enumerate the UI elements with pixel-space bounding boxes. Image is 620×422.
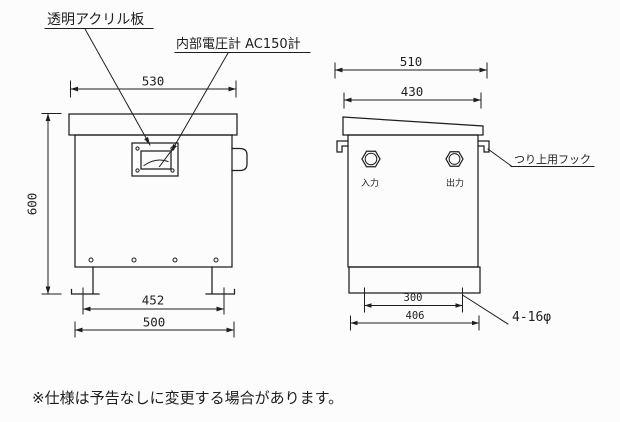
callout-internal-voltmeter: 内部電圧計 AC150計 [170, 36, 311, 153]
dim-label-530: 530 [142, 74, 165, 89]
dim-arrow-icon [364, 303, 372, 308]
spec-note: ※仕様は予告なしに変更する場合があります。 [32, 389, 343, 407]
voltmeter-label: 内部電圧計 AC150計 [176, 36, 301, 52]
hex-nut-icon [361, 150, 381, 168]
dim-430: 430 [343, 84, 482, 109]
leader-arrow-icon [171, 144, 177, 152]
voltmeter-panel [131, 142, 179, 177]
base-screw-icon [172, 257, 178, 263]
dim-label-600: 600 [25, 193, 40, 216]
output-gland: 出力 [445, 151, 464, 189]
callouts: 透明アクリル板 内部電圧計 AC150計 つり上用フック 4-16φ [44, 12, 595, 325]
dim-arrow-icon [335, 67, 343, 73]
callout-acrylic-panel: 透明アクリル板 [44, 12, 154, 146]
front-lid [68, 113, 238, 136]
base-screw-icon [131, 257, 137, 263]
dim-600: 600 [25, 113, 62, 295]
dim-530: 530 [70, 74, 237, 98]
front-body [74, 134, 233, 268]
dim-arrow-icon [473, 97, 481, 103]
lifting-hook-right [477, 140, 490, 153]
dim-arrow-icon [455, 303, 463, 308]
dim-label-500: 500 [143, 315, 166, 330]
front-body-knob [231, 147, 248, 172]
side-base [348, 266, 481, 294]
dim-510: 510 [334, 54, 488, 79]
dim-label-430: 430 [401, 84, 424, 99]
leader-line [461, 294, 509, 325]
side-view: 入力 出力 510 430 [334, 54, 490, 331]
leader-arrow-icon [144, 136, 150, 145]
gland-hole [448, 153, 461, 165]
dim-452: 452 [82, 287, 225, 315]
mounting-holes-label: 4-16φ [512, 310, 551, 325]
panel-screw-icon [170, 168, 175, 173]
gland-hole [364, 152, 378, 166]
voltmeter-frame [131, 142, 179, 177]
base-screw-icon [88, 257, 94, 263]
front-foot-right [205, 266, 236, 295]
dim-arrow-icon [350, 320, 358, 326]
dim-arrow-icon [228, 86, 236, 92]
dim-arrow-icon [45, 113, 51, 121]
dim-arrow-icon [70, 86, 78, 92]
dim-arrow-icon [75, 327, 83, 333]
voltmeter-window [140, 150, 172, 170]
dim-arrow-icon [216, 306, 224, 312]
callout-mounting-holes: 4-16φ [461, 294, 551, 325]
input-label: 入力 [361, 177, 379, 189]
base-screw-icon [213, 257, 219, 263]
dim-300: 300 [364, 287, 463, 313]
panel-screw-icon [135, 146, 140, 151]
dim-label-300: 300 [404, 292, 423, 304]
front-view: 530 600 452 5 [25, 74, 248, 338]
output-label: 出力 [446, 177, 464, 189]
dim-arrow-icon [226, 327, 234, 333]
leader-line [170, 52, 229, 153]
leader-line [487, 148, 513, 168]
voltmeter-scale-arc [143, 159, 169, 167]
panel-screw-icon [135, 168, 140, 173]
dim-label-406: 406 [406, 310, 425, 322]
side-lid [342, 116, 484, 136]
dim-500: 500 [74, 315, 235, 338]
acrylic-panel-label: 透明アクリル板 [47, 12, 144, 28]
dim-arrow-icon [344, 97, 352, 103]
input-gland: 入力 [361, 150, 381, 189]
dim-arrow-icon [83, 306, 91, 312]
dim-arrow-icon [479, 67, 487, 73]
dim-406: 406 [350, 310, 480, 331]
dim-label-452: 452 [142, 293, 165, 308]
hex-nut-icon [445, 151, 464, 167]
front-foot-left [70, 266, 100, 295]
dim-label-510: 510 [400, 54, 423, 69]
dim-arrow-icon [45, 286, 51, 294]
voltmeter-needle [158, 151, 171, 168]
lifting-hook-left [336, 140, 349, 153]
leader-line [84, 28, 151, 146]
dim-arrow-icon [472, 320, 479, 326]
lifting-hook-label: つり上用フック [514, 153, 591, 166]
callout-lifting-hook: つり上用フック [487, 148, 595, 168]
